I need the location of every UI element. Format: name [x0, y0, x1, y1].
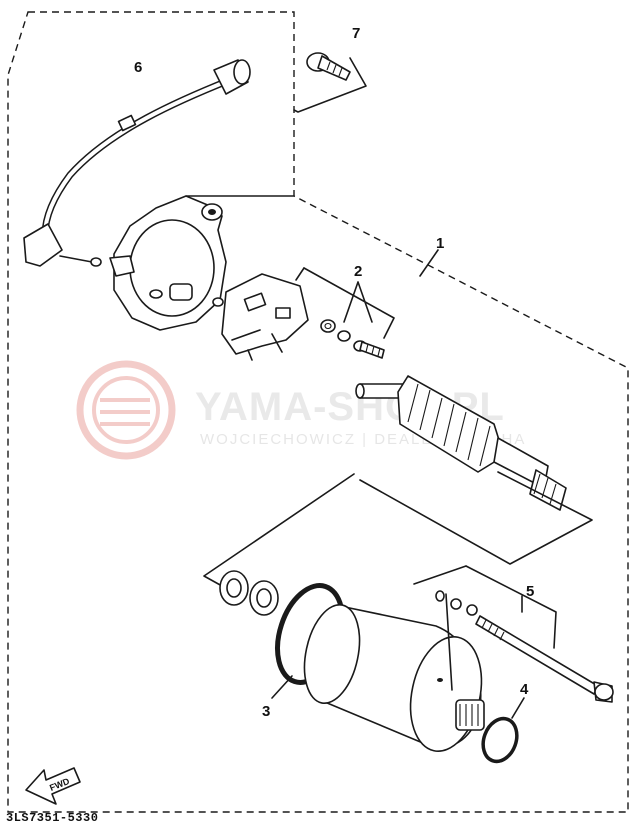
- callout-5: 5: [526, 583, 534, 600]
- callout-2: 2: [354, 263, 362, 280]
- fastener-group-part-2: [295, 267, 395, 359]
- shim-washers: [203, 473, 355, 616]
- brush-plate: [212, 273, 309, 361]
- part-code: 3LS7351-5330: [6, 811, 99, 825]
- bolt-part-7: [293, 52, 367, 113]
- armature: [355, 375, 593, 565]
- o-ring-part-4: [481, 697, 525, 764]
- starter-yoke: [303, 593, 485, 752]
- cable-part-6: [23, 59, 251, 267]
- callout-6: 6: [134, 59, 142, 76]
- fwd-arrow-icon: FWD: [25, 767, 81, 805]
- callout-4: 4: [520, 681, 529, 698]
- callout-1: 1: [436, 235, 444, 252]
- watermark-logo: [76, 360, 176, 460]
- rear-housing: [109, 195, 295, 331]
- leader-part-1: [419, 249, 439, 277]
- callout-3: 3: [262, 703, 270, 720]
- through-bolt-part-5: [413, 565, 614, 703]
- assembly-boundary: [7, 11, 629, 813]
- callout-7: 7: [352, 25, 360, 42]
